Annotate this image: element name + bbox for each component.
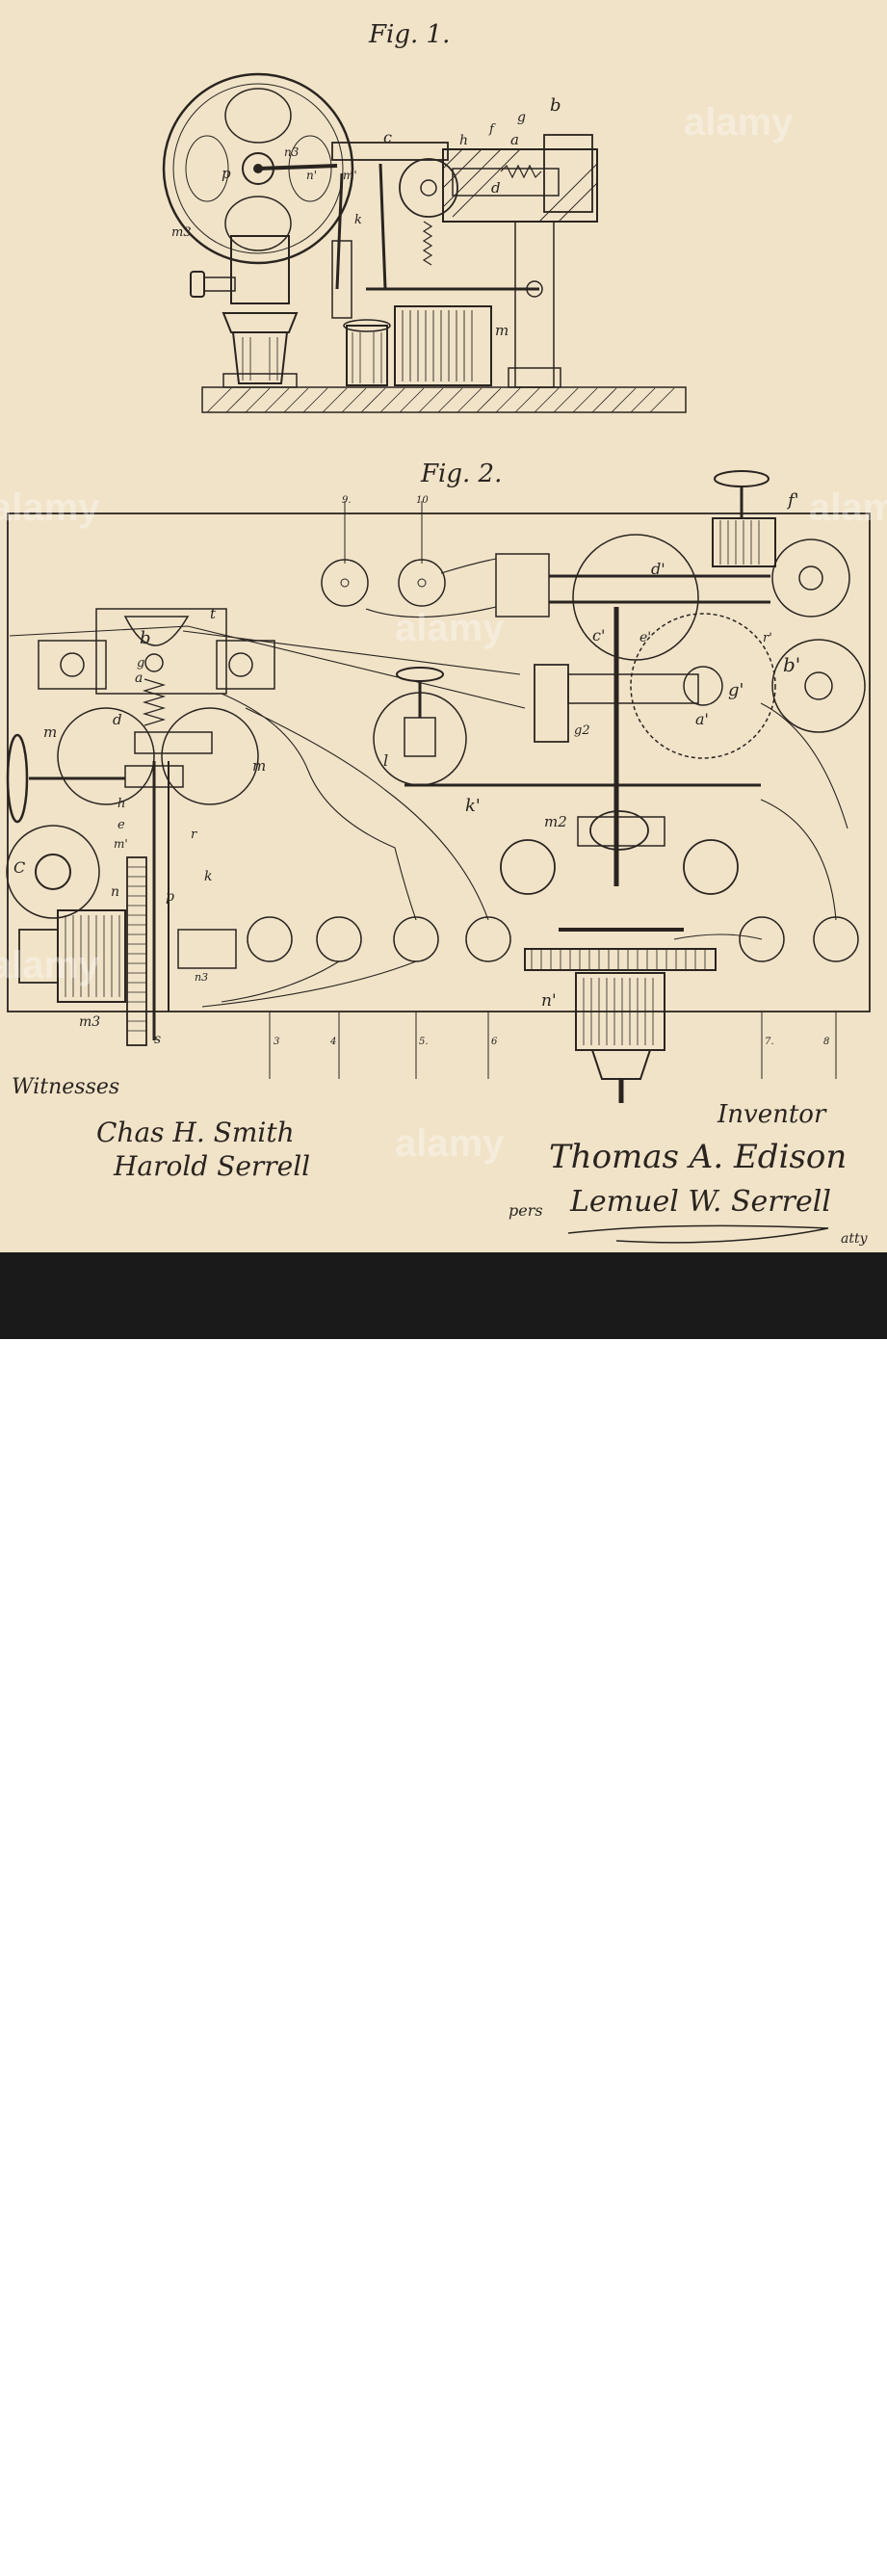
fig2-label-g2: g2: [574, 723, 590, 738]
fig1-label-n-prime: n': [306, 169, 317, 182]
witnesses-heading: Witnesses: [12, 1075, 119, 1099]
fig2-label-r: r: [191, 828, 197, 842]
fig1-machine: [164, 74, 686, 412]
inventor-heading: Inventor: [717, 1100, 827, 1129]
fig2-label-n: n: [111, 884, 119, 900]
footer-url: www.alamy.com: [717, 2559, 827, 2576]
witness-signature-1: Chas H. Smith: [96, 1117, 295, 1148]
attorney-signature: Lemuel W. Serrell: [569, 1185, 831, 1219]
fig1-label-c: c: [383, 128, 392, 146]
fig2-right-mechanism: [374, 471, 865, 1103]
signature-flourish: [568, 1225, 828, 1242]
watermark-alamy: alamy: [395, 607, 505, 649]
fig1-label-d: d: [491, 179, 501, 197]
fig2-label-b: b: [140, 628, 151, 648]
fig2-terminal-8: 8: [823, 1037, 829, 1047]
witness-signature-2: Harold Serrell: [113, 1150, 310, 1182]
fig1-label-a: a: [510, 131, 519, 148]
fig2-label-d-prime: d': [651, 560, 665, 578]
fig2-label-g: g: [137, 656, 144, 670]
fig2-label-f-prime: f': [786, 490, 799, 511]
fig2-label-m2: m2: [544, 813, 567, 830]
watermark-alamy: alamy: [684, 101, 794, 144]
fig2-label-e-prime: e': [639, 630, 651, 645]
fig1-label-g: g: [517, 110, 526, 125]
fig2-label-n-prime: n': [541, 991, 557, 1011]
fig2-label-k: k: [204, 869, 212, 884]
inventor-signature: Thomas A. Edison: [549, 1138, 847, 1176]
fig1-label-m: m: [495, 322, 509, 339]
fig2-label-k-prime: k': [465, 796, 481, 816]
fig2-terminal-6: 6: [491, 1037, 498, 1047]
fig2-label-p: p: [166, 889, 174, 905]
fig2-label-e: e: [117, 818, 125, 832]
alamy-logo: alamy: [45, 2521, 144, 2563]
fig2-label-t: t: [210, 605, 217, 622]
fig2-label-g-prime: g': [728, 680, 744, 700]
fig2-label-a: a: [135, 670, 143, 686]
fig2-label-c-prime: c': [592, 626, 605, 644]
fig1-label-f: f: [488, 122, 496, 137]
fig2-label-m-left: m: [43, 723, 57, 741]
fig2-terminal-3: 3: [274, 1037, 279, 1047]
patent-drawing: Fig. 1.: [0, 0, 887, 1252]
fig1-label-n3: n3: [284, 145, 300, 159]
watermark-alamy: alamy: [0, 944, 100, 986]
fig2-label-s: s: [154, 1032, 161, 1047]
fig1-label-m3: m3: [171, 225, 192, 240]
fig1-label-m-prime: m': [343, 169, 357, 182]
watermark-alamy: alamy: [0, 486, 100, 529]
fig2-label-m-prime: m': [114, 837, 128, 851]
fig2-label-a-prime: a': [695, 710, 709, 728]
fig2-title: Fig. 2.: [420, 460, 502, 488]
fig2-label-b-prime: b': [783, 653, 800, 676]
watermark-alamy: alamy: [395, 1122, 505, 1165]
fig1-label-k: k: [354, 213, 362, 227]
patent-sheet: Fig. 1.: [0, 0, 887, 1252]
watermark-alamy: alamy: [809, 486, 887, 529]
fig2-terminal-9: 9.: [342, 495, 352, 506]
fig1-label-b: b: [550, 95, 561, 116]
fig1-label-h: h: [459, 133, 468, 148]
fig2-top-terminals: [322, 501, 445, 606]
fig2-label-r-prime: r': [763, 631, 772, 645]
fig2-label-n3: n3: [195, 971, 208, 984]
fig2-terminal-10: 10: [416, 495, 429, 506]
stock-footer: alamy GJD9MG www.alamy.com: [0, 1252, 887, 1339]
fig2-terminal-5: 5.: [419, 1037, 429, 1047]
fig2-label-d: d: [113, 711, 122, 728]
fig2-terminal-4: 4: [329, 1037, 336, 1047]
fig2-label-l: l: [383, 751, 388, 770]
image-reference-code: GJD9MG: [747, 2529, 827, 2551]
attorney-by: pers: [509, 1201, 543, 1220]
fig1-title: Fig. 1.: [368, 20, 450, 49]
fig2-label-h: h: [117, 797, 125, 811]
fig2-terminal-7: 7.: [765, 1037, 774, 1047]
fig2-label-C: C: [13, 858, 25, 877]
fig1-label-p: p: [222, 165, 231, 182]
attorney-suffix: atty: [841, 1231, 869, 1247]
fig2-label-m-right: m: [252, 757, 266, 775]
fig2-label-m3: m3: [79, 1014, 100, 1030]
